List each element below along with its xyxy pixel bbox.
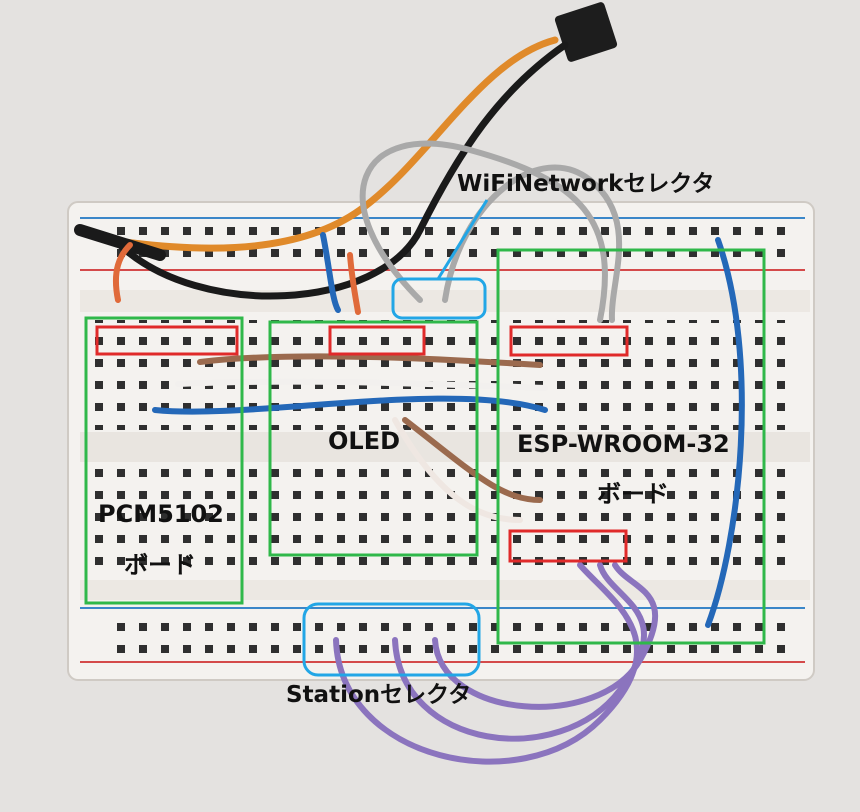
white-wire xyxy=(175,378,548,391)
blue-wire-short xyxy=(320,232,341,313)
esp-label-line2: ボード xyxy=(597,480,669,508)
gray-wire-1 xyxy=(359,140,608,323)
white-wire-2 xyxy=(392,417,523,523)
wifi-selector-label: WiFiNetworkセレクタ xyxy=(457,171,715,197)
pcm-label-line1: PCM5102 xyxy=(98,500,224,528)
wifi-selector-pointer xyxy=(436,199,489,280)
top-power-rail xyxy=(80,217,805,271)
blue-wire-left xyxy=(152,395,548,415)
orange-wire-short xyxy=(347,252,361,315)
pin-box-esp-top xyxy=(509,325,629,357)
pin-box-oled xyxy=(328,325,426,356)
pcm-label-line2: ボード xyxy=(124,551,196,579)
center-channel xyxy=(80,432,810,462)
bottom-power-rail xyxy=(80,607,805,663)
blue-wire-right xyxy=(705,237,745,628)
oled-label: OLED xyxy=(328,427,401,455)
purple-wire-1 xyxy=(333,562,640,765)
black-wire xyxy=(116,41,569,300)
purple-wire-2 xyxy=(392,562,647,742)
column-number-strip-bottom xyxy=(80,580,810,600)
purple-wire-3 xyxy=(432,562,659,710)
station-selector-box xyxy=(302,602,481,677)
brown-wire-2 xyxy=(402,417,543,503)
black-wire-end xyxy=(74,224,166,261)
pin-box-pcm xyxy=(95,325,239,356)
esp-label-line1: ESP-WROOM-32 xyxy=(517,430,730,458)
pin-box-esp-bottom xyxy=(508,529,628,563)
pin-header xyxy=(554,2,618,62)
station-selector-label: Stationセレクタ xyxy=(286,682,472,708)
orange-wire xyxy=(106,36,559,252)
esp-wroom-32-group-box xyxy=(496,248,766,645)
pcm5102-group-box xyxy=(84,316,244,605)
orange-wire-left xyxy=(112,242,133,303)
annotation-boxes xyxy=(84,199,766,677)
jumper-wires xyxy=(74,2,745,765)
oled-group-box xyxy=(268,320,479,557)
